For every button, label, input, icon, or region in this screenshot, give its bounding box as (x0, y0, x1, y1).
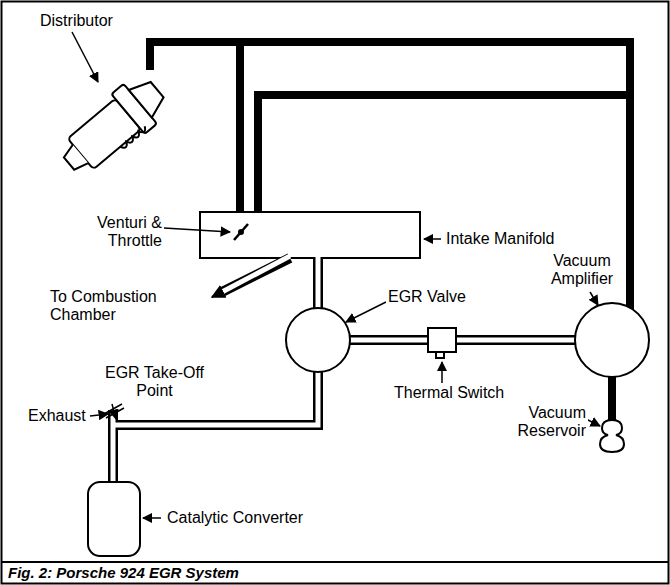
leader-arrow (441, 362, 443, 383)
leader-arrow (72, 32, 98, 82)
leader-arrow (143, 517, 161, 519)
vacuum-hose (150, 42, 630, 312)
distributor-symbol (52, 70, 174, 184)
distributor-symbol (61, 145, 88, 173)
vacuum-amplifier (575, 303, 649, 377)
vacuum-hose (608, 376, 616, 420)
part-label: EGR Valve (386, 288, 468, 306)
distributor-symbol (129, 76, 169, 118)
leader-arrow (90, 414, 108, 416)
figure-caption: Fig. 2: Porsche 924 EGR System (8, 564, 239, 582)
leader-arrow (72, 32, 600, 518)
intake-manifold (200, 212, 420, 258)
vacuum-reservoir (600, 420, 624, 452)
pipe (212, 292, 222, 297)
part-label: EGR Take-Off Point (95, 364, 214, 400)
vacuum-hose (258, 95, 630, 212)
part-label: Distributor (38, 12, 115, 30)
egr-valve (286, 308, 350, 372)
pipe (316, 256, 321, 311)
pipe (222, 256, 290, 292)
intake-manifold (239, 230, 243, 234)
part-label: Vacuum Amplifier (540, 252, 624, 288)
leader-arrow (424, 238, 441, 240)
distributor-symbol (120, 126, 147, 150)
part-label: Intake Manifold (444, 230, 557, 248)
vacuum-amplifier (575, 303, 649, 377)
intake-manifold (234, 224, 248, 240)
pipe (348, 338, 578, 343)
part-label: To Combustion Chamber (48, 288, 182, 324)
leader-arrow (590, 292, 598, 305)
pipe (111, 408, 116, 484)
part-label: Vacuum Reservoir (500, 404, 588, 440)
thermal-switch (436, 352, 444, 358)
part-label: Exhaust (26, 407, 88, 425)
thermal-switch (428, 328, 456, 358)
leader-arrow (346, 302, 386, 322)
pipe (104, 404, 124, 418)
part-label: Venturi & Throttle (60, 214, 164, 250)
intake-manifold (200, 212, 420, 258)
catalytic-converter (88, 482, 140, 556)
leader-arrow (164, 228, 230, 232)
part-label: Catalytic Converter (165, 509, 305, 527)
leader-arrow (112, 404, 116, 419)
frame (2, 561, 669, 563)
part-label: Thermal Switch (392, 384, 506, 402)
thermal-switch (428, 328, 456, 352)
vacuum-hose (150, 42, 630, 420)
vacuum-reservoir (600, 420, 624, 452)
vacuum-hose (236, 42, 244, 212)
egr-valve (286, 308, 350, 372)
catalytic-converter (88, 482, 140, 556)
